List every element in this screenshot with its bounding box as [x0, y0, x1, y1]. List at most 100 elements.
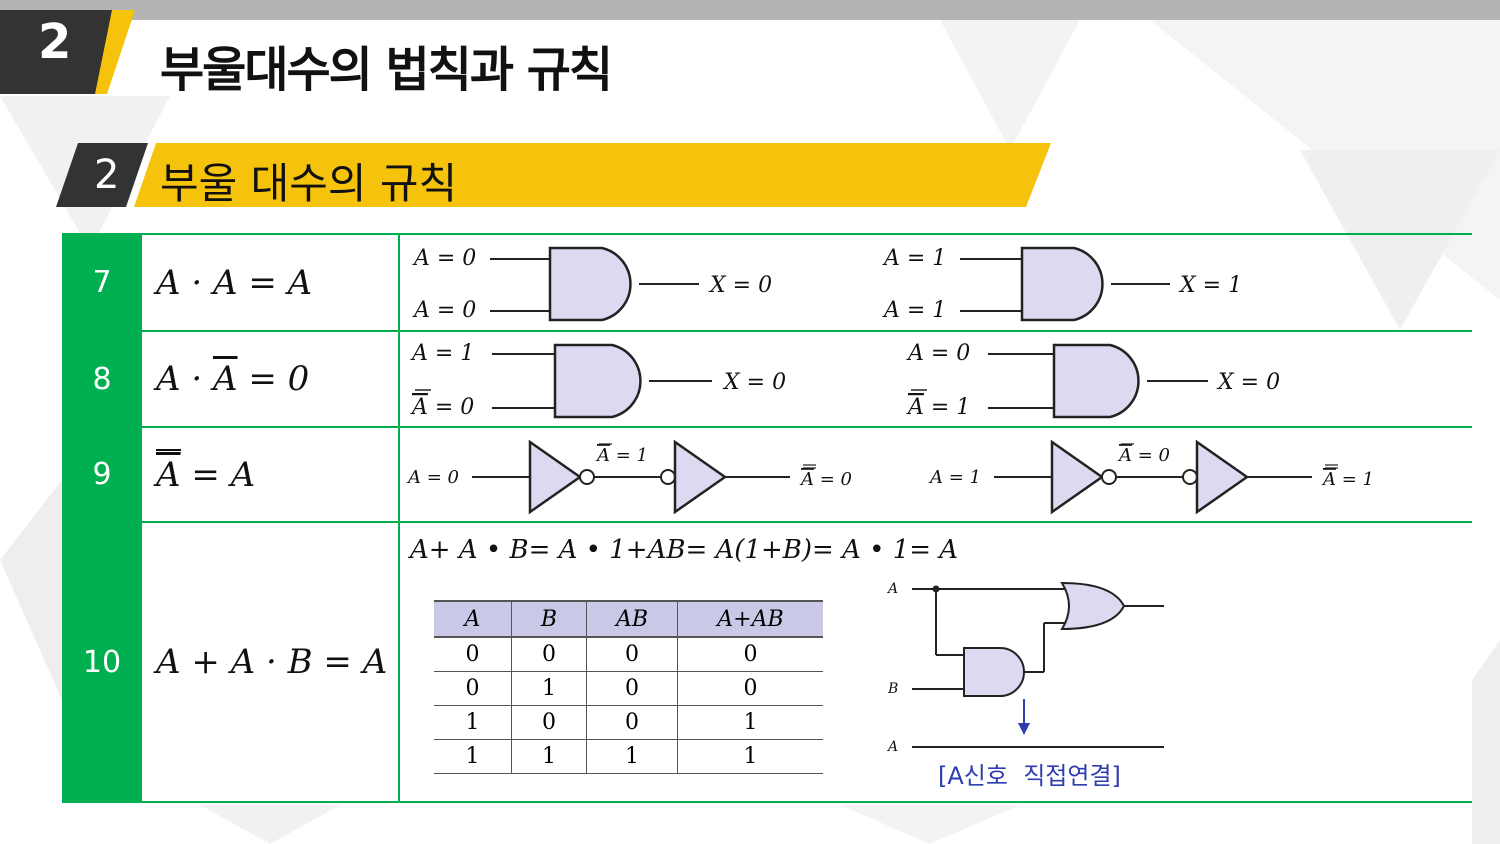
table-cell: 1	[511, 671, 587, 706]
value: = 1	[1336, 469, 1374, 490]
truth-table-header: A B AB A+AB	[434, 600, 823, 638]
value: = 1	[610, 445, 648, 466]
subsection-number: 2	[94, 152, 120, 198]
page-title: 부울대수의 법칙과 규칙	[160, 42, 613, 98]
section-badge	[0, 10, 135, 94]
input-label-a: A	[886, 581, 898, 597]
and-gate-diagram: A = 1 A = 0 X = 0 A = 0 A = 1 X = 0	[410, 341, 1280, 420]
input-label: A = 0	[412, 246, 476, 271]
double-complement-term: A	[156, 448, 181, 495]
truth-table: A B AB A+AB 0 0 0 0 0 1 0 0 1 0 0	[434, 600, 823, 774]
input-label: A = 1	[882, 246, 946, 271]
input-label-b: B	[887, 681, 898, 697]
double-bar	[156, 448, 181, 451]
complement-input-label: A = 0	[410, 395, 474, 420]
row-divider	[62, 426, 1472, 428]
table-cell: 0	[677, 637, 823, 672]
and-gate-case-1: A = 0 A = 0 X = 0	[412, 246, 772, 323]
formula-part: = A	[180, 454, 256, 495]
output-label: A = 1	[1321, 469, 1374, 490]
table-cell: 1	[586, 739, 678, 774]
column-header: A+AB	[677, 600, 823, 638]
output-label: X = 1	[1178, 273, 1242, 298]
complement-input-label: A = 1	[906, 395, 970, 420]
value: = 0	[1132, 445, 1170, 466]
output-label-a: A	[886, 739, 898, 755]
value: = 1	[924, 395, 970, 420]
double-not-case-1: A = 0 A = 1 A = 0	[406, 439, 852, 515]
rule-row-9: 9 A = A A = 0 A = 1 A = 0	[62, 428, 1472, 521]
column-header: A	[434, 600, 512, 638]
section-number: 2	[38, 14, 72, 70]
row-divider	[62, 330, 1472, 332]
formula-part: = 0	[237, 359, 310, 399]
rule-row-8: 8 A · A = 0 A = 1 A = 0 X = 0 A = 0 A = …	[62, 332, 1472, 426]
rule-number: 9	[62, 428, 142, 521]
table-row: 1 1 1 1	[434, 739, 823, 774]
formula-part: A ·	[156, 359, 213, 399]
table-cell: 1	[677, 739, 823, 774]
subsection-title: 부울 대수의 규칙	[160, 159, 458, 208]
rules-table: 7 A · A = A A = 0 A = 0 X = 0 A = 1 A = …	[62, 233, 1472, 803]
output-label: X = 0	[1216, 370, 1280, 395]
mid-label: A = 1	[595, 445, 648, 466]
derivation-equation: A+ A • B= A • 1+AB= A(1+B)= A • 1= A	[410, 535, 959, 565]
rule-number: 10	[62, 523, 142, 801]
table-cell: 1	[677, 705, 823, 740]
table-cell: 1	[434, 739, 512, 774]
complement-var: A	[595, 445, 610, 466]
value: = 0	[814, 469, 852, 490]
and-gate-case-2: A = 1 A = 1 X = 1	[882, 246, 1242, 323]
table-cell: 0	[434, 671, 512, 706]
top-bar	[0, 0, 1500, 20]
table-border	[62, 801, 1472, 803]
subsection-banner	[56, 143, 1051, 207]
table-row: 1 0 0 1	[434, 705, 823, 740]
double-not-case-2: A = 1 A = 0 A = 1	[928, 439, 1374, 515]
table-cell: 0	[586, 637, 678, 672]
table-border	[62, 233, 1472, 235]
rule-formula: A + A · B = A	[142, 523, 400, 801]
column-header: B	[511, 600, 587, 638]
rule-formula: A = A	[142, 428, 400, 521]
rule-row-7: 7 A · A = A A = 0 A = 0 X = 0 A = 1 A = …	[62, 235, 1472, 330]
and-gate-case-2: A = 0 A = 1 X = 0	[906, 341, 1280, 420]
complement-var: A	[799, 469, 814, 490]
rule-formula: A · A = 0	[142, 332, 400, 426]
table-cell: 0	[434, 637, 512, 672]
input-label: A = 0	[412, 298, 476, 323]
mid-label: A = 0	[1117, 445, 1170, 466]
arrow-down-icon	[1018, 723, 1030, 735]
table-cell: 1	[434, 705, 512, 740]
column-header: AB	[586, 600, 678, 638]
complement-var: A	[410, 395, 428, 420]
input-label: A = 1	[882, 298, 946, 323]
complement-var: A	[1117, 445, 1132, 466]
rule-formula: A · A = A	[142, 235, 400, 330]
table-cell: 0	[511, 705, 587, 740]
input-label: A = 1	[928, 467, 981, 488]
output-label: X = 0	[722, 370, 786, 395]
complement-var: A	[906, 395, 924, 420]
circuit-caption: [A신호 직접연결]	[938, 762, 1121, 790]
absorption-circuit: A B A	[886, 581, 1164, 755]
complement-term: A	[212, 359, 238, 399]
row-divider	[62, 521, 1472, 523]
table-cell: 1	[511, 739, 587, 774]
output-label: A = 0	[799, 469, 852, 490]
table-row: 0 0 0 0	[434, 637, 823, 672]
and-gate-case-1: A = 1 A = 0 X = 0	[410, 341, 786, 420]
table-cell: 0	[511, 637, 587, 672]
rule-number: 8	[62, 332, 142, 426]
table-row: 0 1 0 0	[434, 671, 823, 706]
rule-number: 7	[62, 235, 142, 330]
output-label: X = 0	[708, 273, 772, 298]
table-cell: 0	[677, 671, 823, 706]
not-gate-diagram: A = 0 A = 1 A = 0 A = 1	[406, 439, 1374, 515]
complement-var: A	[156, 454, 181, 495]
input-label: A = 0	[906, 341, 970, 366]
table-cell: 0	[586, 671, 678, 706]
table-cell: 0	[586, 705, 678, 740]
input-label: A = 1	[410, 341, 474, 366]
